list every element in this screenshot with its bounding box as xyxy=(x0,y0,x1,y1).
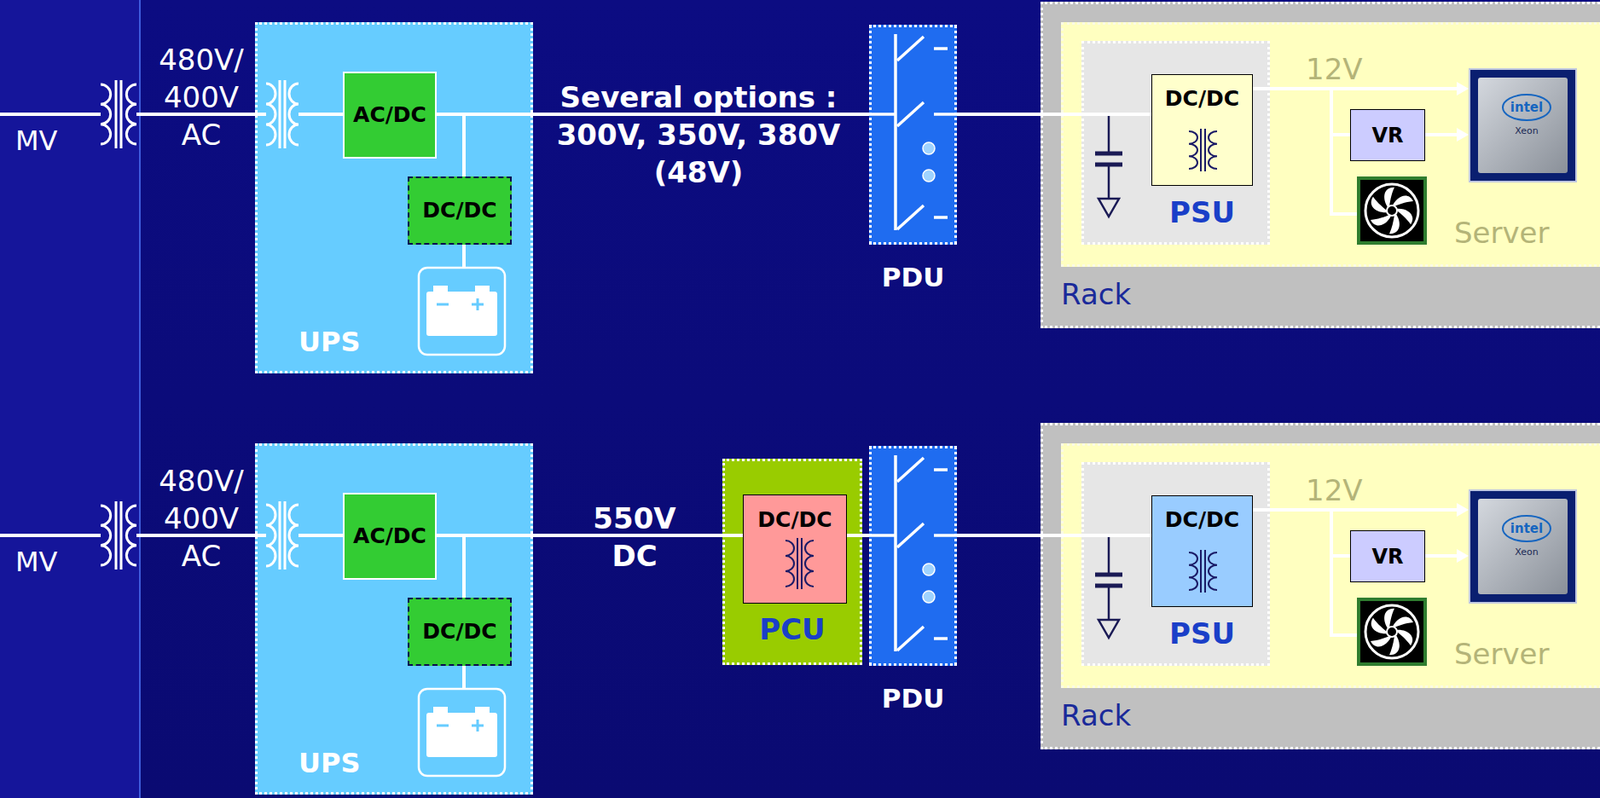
box-label: AC/DC xyxy=(353,523,427,550)
wire-label: 550V DC xyxy=(583,499,686,575)
text-slot: Rack xyxy=(1060,696,1172,735)
pdu-box: PDU xyxy=(869,24,957,245)
box-label: VR xyxy=(1371,122,1403,149)
text-label: 480V/ 400V AC xyxy=(148,462,255,575)
box-label: PSU xyxy=(1169,193,1235,232)
text-slot: AC/DC xyxy=(344,494,435,579)
text-slot: 480V/ 400V AC xyxy=(148,462,255,575)
left-band xyxy=(139,0,141,798)
box-label: DC/DC xyxy=(1165,501,1240,540)
text-slot: DC/DC xyxy=(409,178,511,244)
power-wire xyxy=(846,533,870,538)
box-label: Rack xyxy=(1060,275,1131,314)
left-band xyxy=(0,0,140,798)
text-slot: PDU xyxy=(852,679,974,718)
box-label: DC/DC xyxy=(757,501,832,540)
box-label: AC/DC xyxy=(353,102,427,128)
text-slot: 480V/ 400V AC xyxy=(148,40,255,154)
box-label: PSU xyxy=(1169,614,1235,653)
box-label: VR xyxy=(1371,544,1403,570)
text-label: Xeon xyxy=(1514,546,1539,559)
power-wire xyxy=(436,533,743,538)
box-label: UPS xyxy=(298,744,360,783)
power-chain-art xyxy=(0,34,1577,355)
text-label: Xeon xyxy=(1514,125,1539,138)
power-wire xyxy=(956,533,1152,538)
converter-box: DC/DC xyxy=(407,597,512,667)
text-slot: VR xyxy=(1350,110,1425,161)
text-slot: Server xyxy=(1454,635,1591,673)
text-slot: MV xyxy=(15,121,84,160)
text-slot: 12V xyxy=(1305,50,1392,88)
converter-box: DC/DC xyxy=(742,494,847,604)
text-label: MV xyxy=(15,543,58,581)
text-slot: Several options : 300V, 350V, 380V (48V) xyxy=(527,78,870,192)
pcu-box: PCU DC/DC xyxy=(722,458,863,666)
text-slot: Server xyxy=(1454,214,1591,252)
text-slot: UPS xyxy=(298,323,393,361)
text-label: 12V xyxy=(1305,471,1363,510)
text-slot: PCU xyxy=(722,610,863,649)
pdu-box: PDU xyxy=(869,446,957,667)
text-label: intel xyxy=(1510,98,1543,116)
transformer-symbol xyxy=(785,540,795,587)
box-label: PDU xyxy=(881,258,945,296)
text-label: MV xyxy=(15,121,58,160)
text-label: 480V/ 400V AC xyxy=(148,40,255,154)
text-slot: Rack xyxy=(1060,275,1172,314)
text-slot: DC/DC xyxy=(409,599,511,665)
text-slot: PDU xyxy=(852,258,974,296)
text-slot: VR xyxy=(1350,531,1425,582)
left-band xyxy=(0,0,140,798)
power-wire xyxy=(1252,88,1351,135)
box-label: DC/DC xyxy=(422,197,497,224)
text-label: intel xyxy=(1510,520,1543,538)
regulator-box: VR xyxy=(1350,530,1426,583)
text-slot: DC/DC xyxy=(1151,501,1253,540)
box-label: PDU xyxy=(881,679,945,718)
box-label: Rack xyxy=(1060,696,1131,735)
box-label: DC/DC xyxy=(422,619,497,645)
power-wire xyxy=(1252,510,1351,557)
box-label: PCU xyxy=(759,610,825,649)
power-wire xyxy=(436,114,464,177)
converter-box: AC/DC xyxy=(342,492,437,580)
regulator-box: VR xyxy=(1350,109,1426,162)
box-label: UPS xyxy=(298,323,360,361)
text-slot: MV xyxy=(15,543,84,581)
text-slot: PSU xyxy=(1151,193,1253,232)
converter-box: DC/DC xyxy=(1151,495,1253,608)
transformer-symbol xyxy=(797,538,802,590)
text-slot: 550V DC xyxy=(583,499,686,575)
box-label: Server xyxy=(1454,635,1550,673)
transformer-symbol xyxy=(785,538,814,590)
power-chain-art xyxy=(0,455,1577,777)
power-wire xyxy=(436,112,870,116)
transformer-symbol xyxy=(805,540,814,587)
text-slot: DC/DC xyxy=(742,501,847,540)
text-slot: PSU xyxy=(1151,614,1253,653)
wire-label: Several options : 300V, 350V, 380V (48V) xyxy=(527,78,870,192)
text-slot: 12V xyxy=(1305,471,1392,510)
power-wire xyxy=(436,535,464,598)
converter-box: AC/DC xyxy=(342,71,437,159)
power-wire xyxy=(956,112,1152,116)
box-label: DC/DC xyxy=(1165,80,1240,118)
text-slot: UPS xyxy=(298,744,393,783)
box-label: Server xyxy=(1454,214,1550,252)
converter-box: DC/DC xyxy=(1151,74,1253,186)
text-slot: AC/DC xyxy=(344,73,435,157)
text-label: 12V xyxy=(1305,50,1363,88)
text-slot: DC/DC xyxy=(1151,80,1253,118)
converter-box: DC/DC xyxy=(407,176,512,245)
